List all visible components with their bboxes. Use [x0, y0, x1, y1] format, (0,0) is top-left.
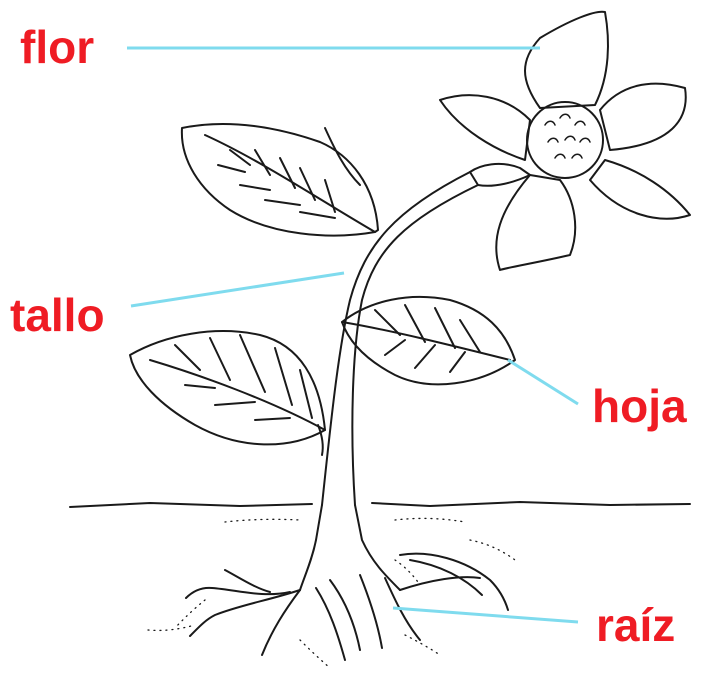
label-flor: flor — [20, 24, 94, 70]
label-hoja: hoja — [592, 383, 687, 429]
ground-line — [70, 502, 690, 507]
soil-texture — [148, 518, 515, 668]
leader-line-tallo — [131, 273, 344, 306]
leaf-lower-left — [130, 331, 325, 455]
leaf-upper-left — [182, 124, 378, 236]
leader-line-hoja — [508, 360, 578, 404]
leader-line-raiz — [393, 608, 578, 622]
flower — [440, 12, 690, 270]
roots — [186, 554, 508, 660]
leaf-middle-right — [342, 297, 515, 384]
label-raiz: raíz — [596, 602, 675, 648]
label-tallo: tallo — [10, 292, 105, 338]
stem — [322, 172, 470, 505]
